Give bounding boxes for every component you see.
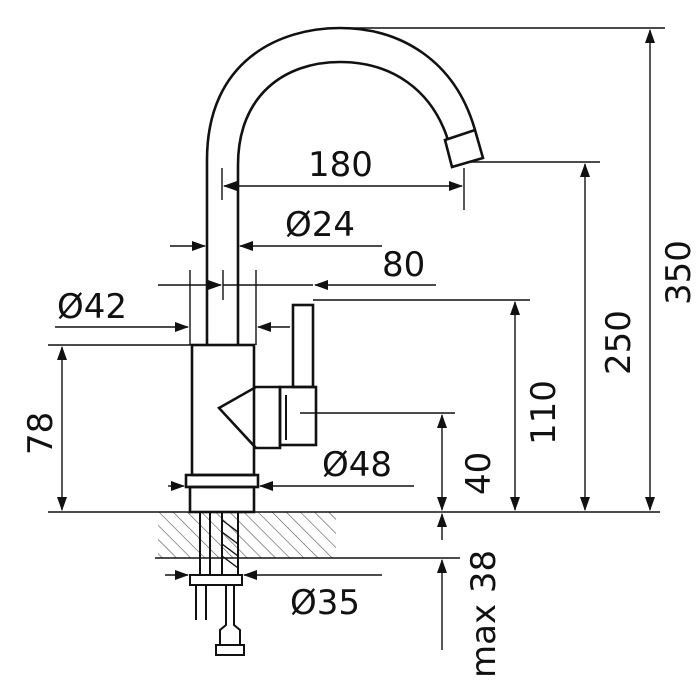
dim-label-counter-thickness: max 38 <box>464 550 504 678</box>
base-ring <box>184 473 260 489</box>
dim-spout-reach: 180 <box>221 145 465 210</box>
spout-outer <box>205 26 477 345</box>
mount-nut <box>189 574 243 586</box>
dim-base-height: 40 <box>300 412 499 511</box>
dim-base-diameter: Ø48 <box>168 445 414 491</box>
dim-label-body-height: 78 <box>21 412 61 455</box>
faucet-body <box>190 343 256 477</box>
dim-handle-offset: 80 <box>158 245 436 300</box>
dim-label-shank-diameter: Ø35 <box>290 583 360 623</box>
dim-lever-height: 110 <box>313 299 564 511</box>
dim-body-diameter: Ø42 <box>55 270 290 345</box>
countertop <box>48 511 660 559</box>
dim-counter-thickness: max 38 <box>437 513 504 678</box>
faucet-outline <box>184 26 485 656</box>
dim-label-handle-offset: 80 <box>382 245 425 285</box>
dim-spout-diameter: Ø24 <box>170 205 382 251</box>
dim-label-spout-height: 250 <box>599 310 639 375</box>
dim-body-height: 78 <box>21 344 192 511</box>
lever-handle <box>291 303 315 389</box>
dim-total-height: 350 <box>340 27 699 511</box>
base-collar <box>188 485 256 514</box>
dim-label-spout-diameter: Ø24 <box>285 205 355 245</box>
hose-fitting <box>219 585 241 646</box>
dim-label-total-height: 350 <box>659 240 699 305</box>
dim-label-base-diameter: Ø48 <box>322 445 392 485</box>
dim-label-lever-height: 110 <box>524 380 564 445</box>
dim-label-body-diameter: Ø42 <box>57 287 127 327</box>
lever-housing <box>216 385 282 450</box>
spout-inner <box>236 60 450 345</box>
dim-shank-diameter: Ø35 <box>165 570 382 623</box>
spout-tip <box>443 128 485 169</box>
dim-label-base-height: 40 <box>459 452 499 495</box>
dim-label-spout-reach: 180 <box>308 145 373 185</box>
dim-spout-height: 250 <box>468 161 639 511</box>
